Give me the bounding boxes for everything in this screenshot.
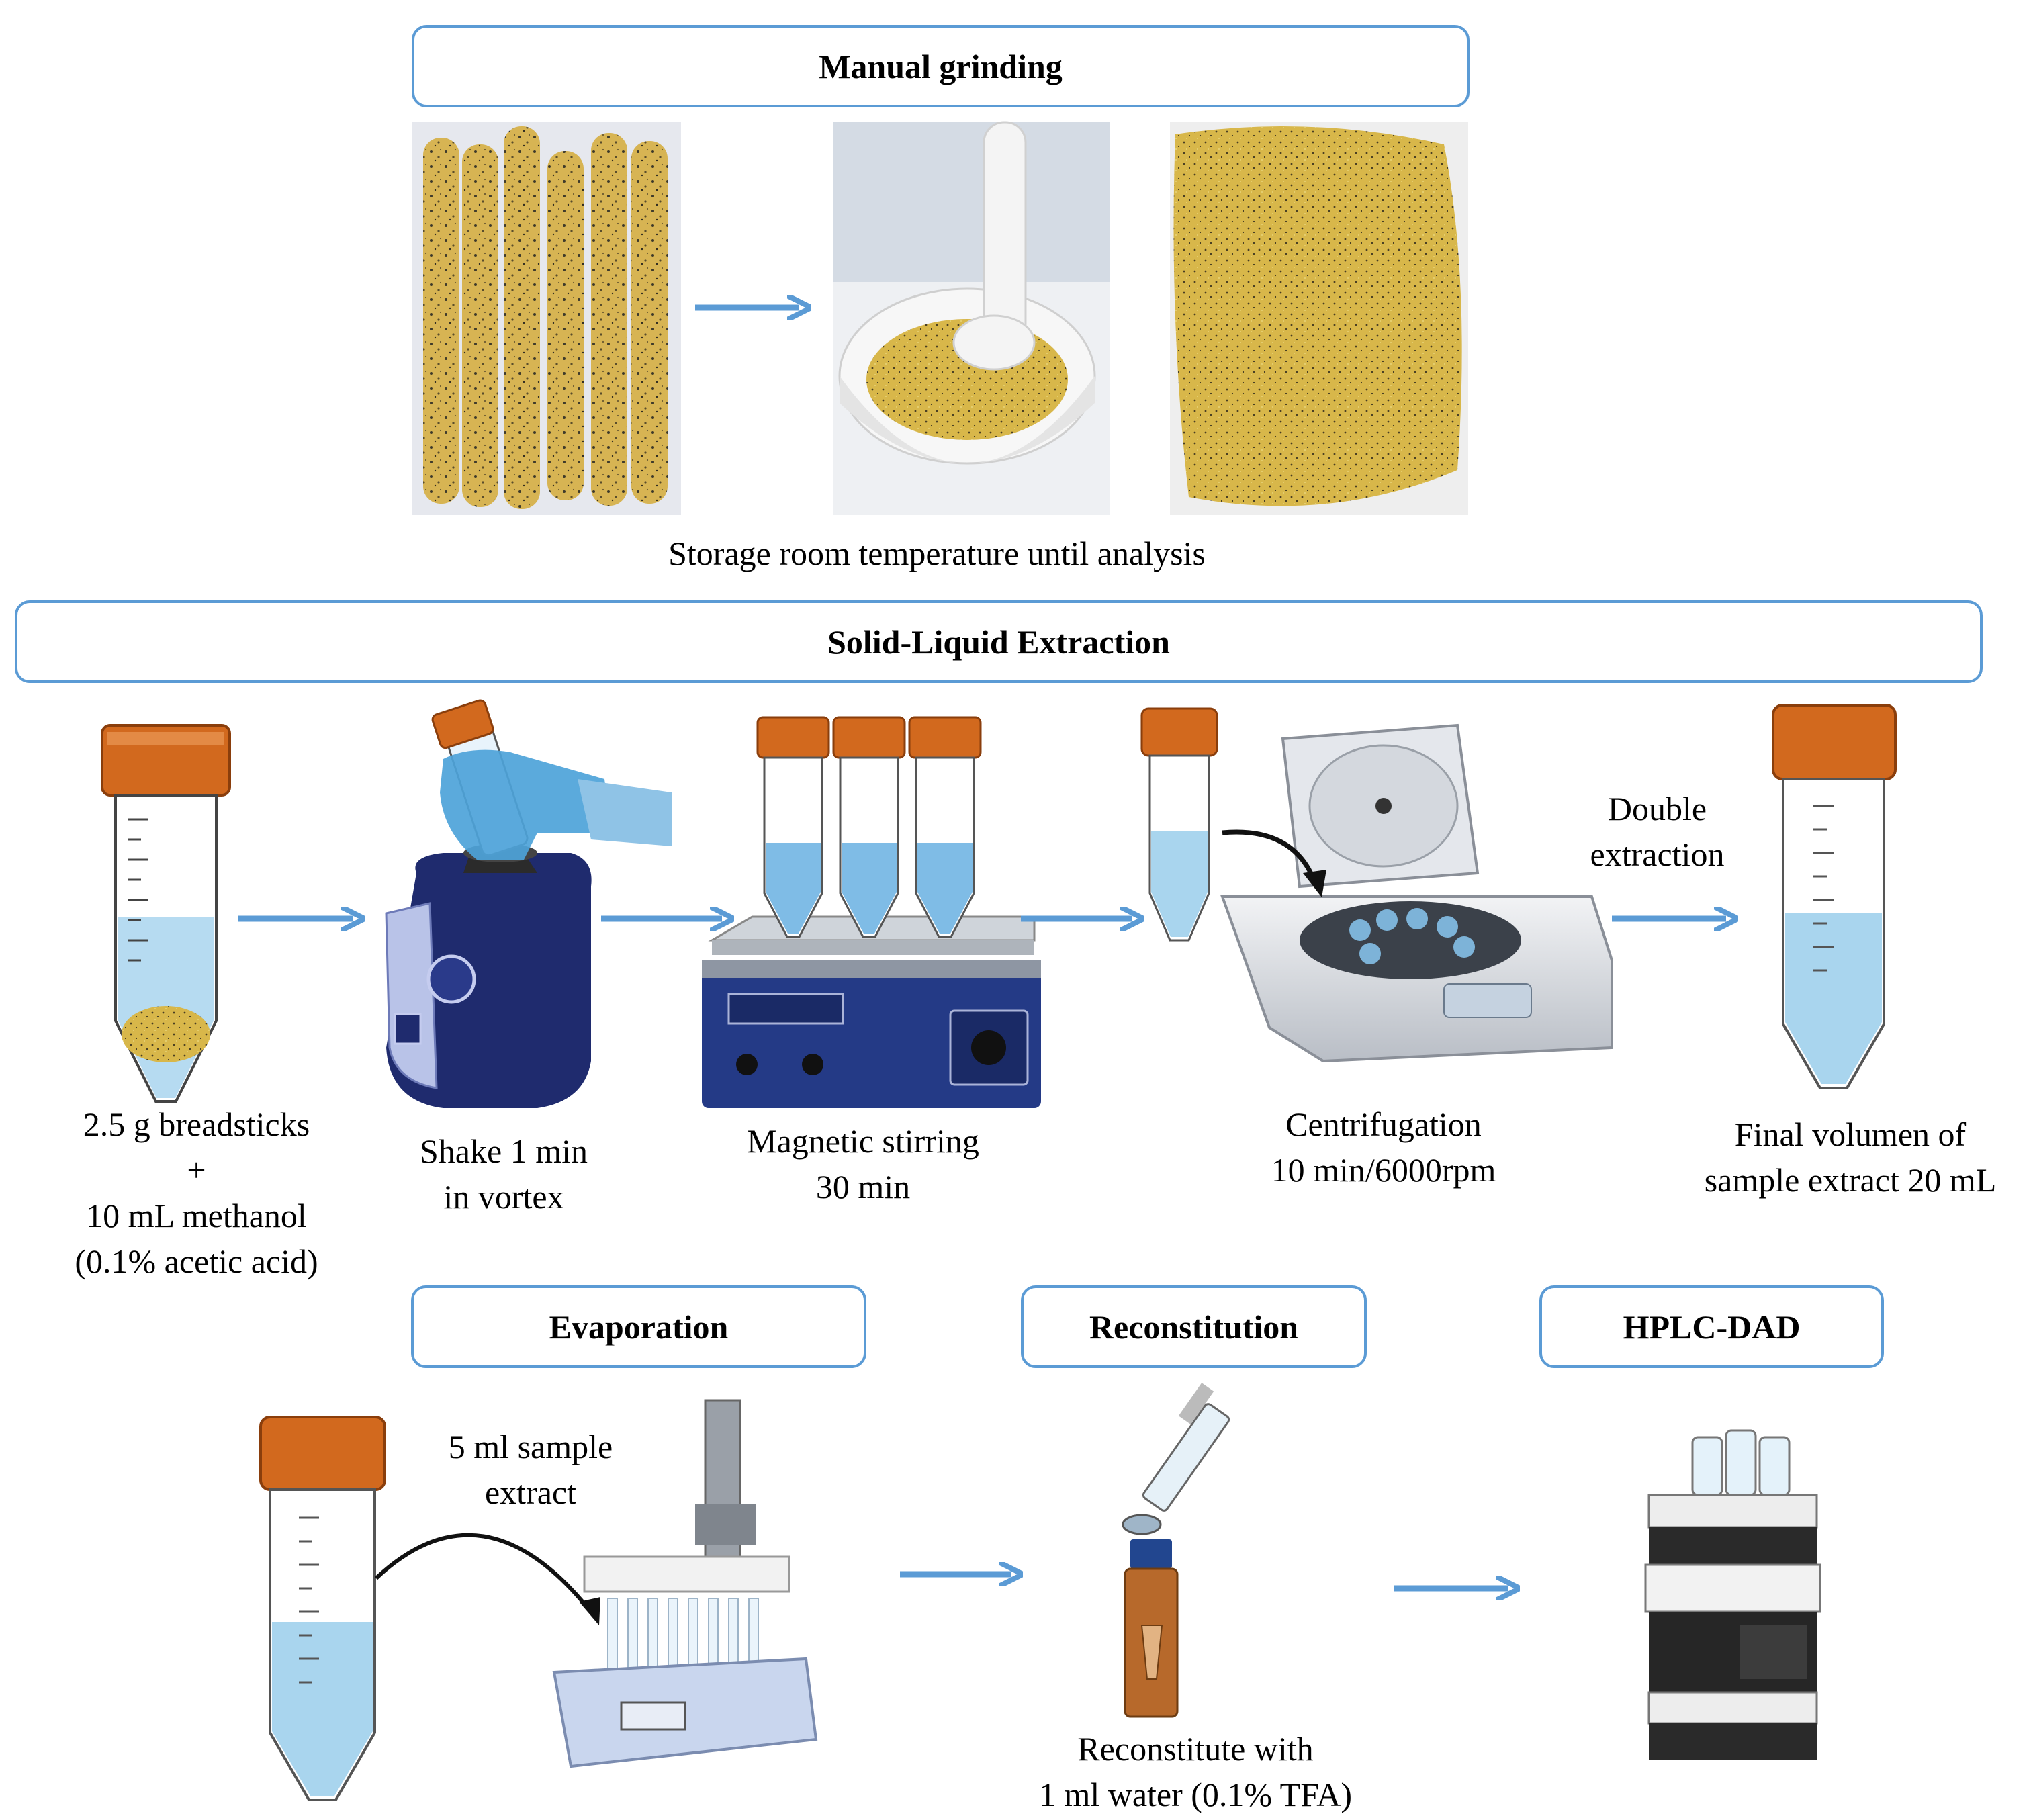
centrifugation-label: Centrifugation 10 min/6000rpm xyxy=(1271,1105,1496,1189)
reconstitution-title: Reconstitution xyxy=(1089,1308,1299,1346)
mortar-pestle-photo xyxy=(833,121,1110,515)
double-extraction-label: Double extraction xyxy=(1590,790,1725,873)
reconstitution-header: Reconstitution xyxy=(1021,1285,1367,1368)
hplc-instrument xyxy=(1644,1429,1821,1760)
final-volume-label: Final volumen of sample extract 20 mL xyxy=(1704,1116,1997,1199)
manual-grinding-header: Manual grinding xyxy=(412,25,1470,107)
ground-powder-photo xyxy=(1170,122,1468,515)
evap-tube xyxy=(259,1416,600,1801)
sample-label: 2.5 g breadsticks + 10 mL methanol (0.1%… xyxy=(75,1105,318,1280)
breadsticks-photo xyxy=(412,122,681,515)
solid-liquid-header: Solid-Liquid Extraction xyxy=(15,600,1983,683)
vortex-label: Shake 1 min in vortex xyxy=(420,1132,588,1216)
hplc-title: HPLC-DAD xyxy=(1623,1308,1801,1346)
manual-grinding-title: Manual grinding xyxy=(819,47,1063,85)
evaporation-header: Evaporation xyxy=(411,1285,866,1368)
syringe-vial xyxy=(1122,1383,1230,1718)
solid-liquid-title: Solid-Liquid Extraction xyxy=(827,623,1170,661)
magnetic-stirrer xyxy=(702,716,1041,1108)
extract-tube xyxy=(1140,707,1218,942)
evaporation-title: Evaporation xyxy=(549,1308,729,1346)
sample-tube xyxy=(101,724,231,1103)
final-tube xyxy=(1772,704,1897,1089)
stirring-label: Magnetic stirring 30 min xyxy=(747,1122,979,1205)
centrifuge xyxy=(1220,723,1613,1063)
evaporator xyxy=(552,1399,818,1768)
reconstitute-label: Reconstitute with 1 ml water (0.1% TFA) xyxy=(1038,1730,1353,1813)
storage-caption: Storage room temperature until analysis xyxy=(668,535,1206,572)
hplc-header: HPLC-DAD xyxy=(1539,1285,1884,1368)
vortex-mixer xyxy=(385,699,672,1108)
evap-extract-label: 5 ml sample extract xyxy=(448,1428,613,1511)
